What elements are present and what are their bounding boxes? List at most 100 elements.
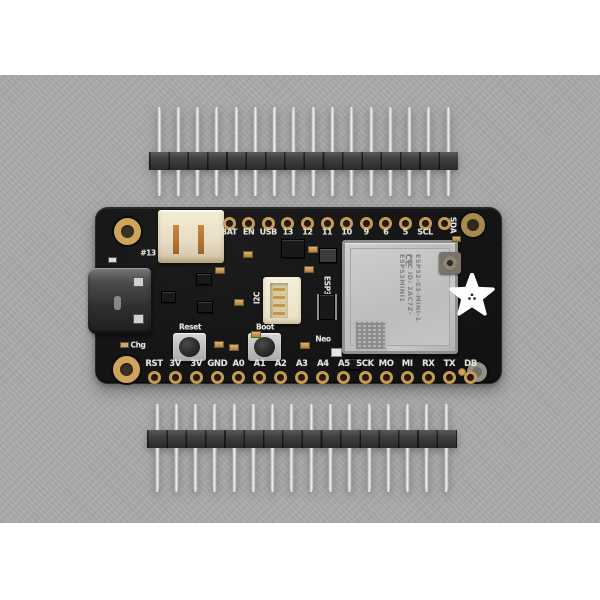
pin-label-12: 12 [302, 227, 313, 237]
pin-hole [398, 216, 412, 230]
pin-label-a0-4: A0 [232, 359, 245, 369]
header-pin [349, 107, 355, 152]
header-pin [233, 107, 239, 152]
pin-hole [189, 370, 203, 384]
header-pin [175, 107, 181, 152]
ufl-antenna-connector [439, 252, 461, 274]
header-pin [252, 107, 258, 152]
header-pin [385, 404, 391, 430]
header-pin [327, 448, 333, 492]
header-pin [443, 404, 449, 430]
header-pin [385, 448, 391, 492]
header-pin [426, 170, 432, 196]
header-pin [347, 404, 353, 430]
header-pin [310, 170, 316, 196]
header-pin [270, 448, 276, 492]
ce-mark: CE [402, 253, 413, 267]
header-pin [349, 170, 355, 196]
pin-hole [281, 216, 295, 230]
mounting-hole [461, 213, 485, 237]
capacitor [234, 299, 244, 306]
charge-led [120, 342, 129, 348]
pin-label-5: 5 [402, 227, 409, 237]
header-pin [424, 404, 430, 430]
pin-label-3v-2: 3V [190, 359, 203, 369]
header-pin [214, 107, 220, 152]
usb-c-detail [114, 296, 121, 310]
header-pin [193, 448, 198, 492]
header-pin [368, 107, 374, 152]
pin-hole [242, 216, 256, 230]
boot-label: Boot [255, 322, 275, 332]
pin-label-a4-8: A4 [316, 359, 329, 369]
capacitor [304, 266, 314, 273]
qr-code [354, 320, 387, 351]
usb-c-detail [133, 277, 144, 287]
pin-label-11: 11 [321, 227, 333, 237]
header-pin [424, 448, 430, 492]
header-pin [193, 404, 198, 430]
header-pin [445, 170, 451, 196]
header-pin [173, 448, 179, 492]
esp32-s3-shield-module: ESP32-S3-MINI-1 FCC ID: 2AC7Z- ESPS3MINI… [342, 240, 458, 354]
capacitor [243, 251, 253, 258]
capacitor [214, 341, 224, 348]
chg-label: Chg [130, 340, 146, 350]
header-pin [405, 404, 410, 430]
d13-led [108, 257, 117, 263]
mounting-hole [113, 356, 140, 383]
header-pin [156, 107, 162, 152]
jst-pin [198, 225, 204, 254]
header-pin [347, 448, 353, 492]
header-pin [443, 448, 449, 492]
battery-jst-connector [158, 210, 224, 263]
header-pin [368, 170, 374, 196]
pin-label-rx-13: RX [422, 359, 435, 369]
regulator-chip [197, 301, 213, 313]
header-pin [154, 404, 160, 430]
pin-label-mi-12: MI [401, 359, 413, 369]
pin-hole [359, 216, 373, 230]
header-pin [387, 107, 393, 152]
pin-label-13: 13 [282, 227, 294, 237]
pin-label-sck-10: SCK [356, 359, 374, 369]
pin-hole [421, 370, 435, 384]
header-pin [426, 107, 432, 152]
pin-hole [337, 370, 351, 384]
pin-label-a2-6: A2 [274, 359, 287, 369]
header-pin [310, 107, 316, 152]
usb-c-detail [133, 314, 144, 324]
header-pin [270, 404, 276, 430]
pin-label-mo-11: MO [378, 359, 394, 369]
pin-label-rst-0: RST [145, 359, 163, 369]
pin-hole [340, 216, 354, 230]
pin-label-gnd-3: GND [207, 359, 228, 369]
header-pin [366, 448, 372, 492]
header-pin [214, 170, 220, 196]
reset-label: Reset [179, 322, 201, 332]
pin-hole [438, 216, 452, 230]
header-pin [212, 448, 218, 492]
pin-hole [147, 370, 161, 384]
pin-hole [210, 370, 224, 384]
header-pin [308, 404, 314, 430]
header-strip-top [149, 107, 458, 196]
header-pin [195, 107, 200, 152]
header-pin [327, 404, 333, 430]
pin-hole [358, 370, 372, 384]
pin-hole [418, 216, 432, 230]
stemma-cavity [270, 283, 288, 318]
header-pin [231, 404, 237, 430]
header-pin [387, 170, 393, 196]
pin-label-a5-9: A5 [338, 359, 350, 369]
reset-button [173, 333, 206, 361]
header-plastic-bar [149, 152, 458, 170]
pin-label-db-15: DB [464, 359, 477, 369]
header-pin [289, 448, 295, 492]
regulator-chip [161, 291, 176, 303]
pin-label-scl: SCL [417, 227, 433, 237]
adafruit-star-logo [449, 273, 495, 316]
header-pin [407, 170, 412, 196]
regulator-chip [346, 358, 361, 370]
header-pin [212, 404, 218, 430]
